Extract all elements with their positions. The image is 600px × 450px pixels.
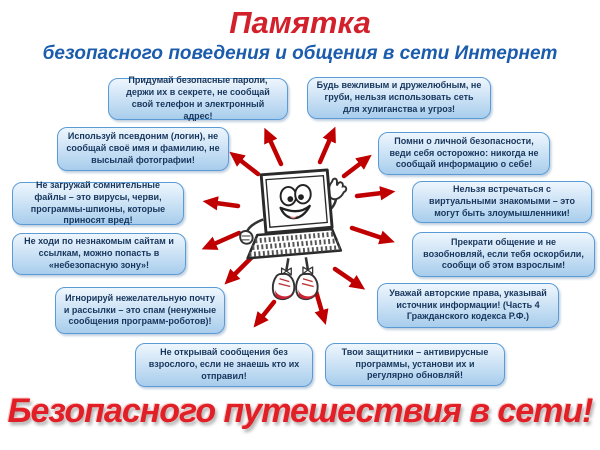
tip-stop-communication: Прекрати общение и не возобновляй, если … — [412, 232, 595, 277]
laptop-mascot-illustration — [239, 168, 348, 301]
poster-title: Памятка — [229, 5, 371, 40]
poster-subtitle: безопасного поведения и общения в сети И… — [42, 43, 558, 64]
tip-antivirus: Твои защитники – антивирусные программы,… — [325, 343, 505, 386]
tip-suspicious-files: Не загружай сомнительные файлы – это вир… — [12, 180, 184, 225]
tip-unknown-sites: Не ходи по незнакомым сайтам и ссылкам, … — [12, 233, 186, 275]
tip-politeness: Будь вежливым и дружелюбным, не груби, н… — [307, 77, 491, 119]
tip-pseudonym: Используй псевдоним (логин), не сообщай … — [57, 127, 229, 171]
poster-slogan: Безопасного путешествия в сети! — [7, 392, 593, 430]
tip-spam: Игнорируй нежелательную почту и рассылки… — [55, 287, 225, 334]
tip-unknown-messages: Не открывай сообщения без взрослого, есл… — [135, 343, 313, 387]
tip-copyright: Уважай авторские права, указывай источни… — [377, 283, 559, 328]
tip-personal-safety: Помни о личной безопасности, веди себя о… — [378, 132, 550, 175]
tip-virtual-strangers: Нельзя встречаться с виртуальными знаком… — [412, 181, 592, 223]
tip-passwords: Придумай безопасные пароли, держи их в с… — [108, 75, 288, 121]
